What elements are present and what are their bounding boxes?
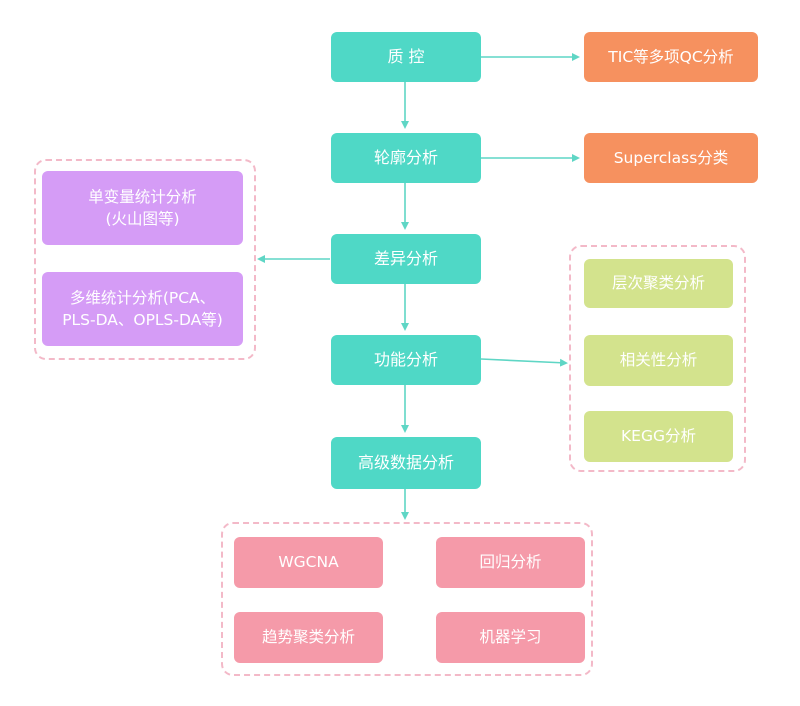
kegg-analysis-box[interactable]: KEGG分析 (584, 411, 733, 462)
superclass-box[interactable]: Superclass分类 (584, 133, 758, 183)
advanced-methods-group (221, 522, 593, 676)
quality-control-label: 质 控 (387, 47, 425, 67)
superclass-label: Superclass分类 (613, 148, 729, 167)
arrow-functional-to-group (480, 358, 568, 367)
quality-control-box[interactable]: 质 控 (331, 32, 481, 82)
trend-clustering-label: 趋势聚类分析 (261, 628, 355, 647)
advanced-analysis-label: 高级数据分析 (357, 453, 454, 473)
regression-analysis-box[interactable]: 回归分析 (436, 537, 585, 588)
univariate-line1: 单变量统计分析 (88, 187, 197, 206)
multivariate-analysis-box[interactable]: 多维统计分析(PCA、 PLS-DA、OPLS-DA等) (42, 272, 243, 346)
correlation-analysis-label: 相关性分析 (619, 351, 698, 370)
profile-analysis-label: 轮廓分析 (373, 148, 438, 168)
machine-learning-label: 机器学习 (479, 628, 542, 647)
multivariate-line1: 多维统计分析(PCA、 (69, 288, 216, 307)
functional-methods-group (569, 245, 746, 472)
hierarchical-clustering-box[interactable]: 层次聚类分析 (584, 259, 733, 308)
multivariate-line2: PLS-DA、OPLS-DA等) (62, 311, 223, 329)
differential-analysis-label: 差异分析 (373, 249, 438, 269)
functional-analysis-label: 功能分析 (373, 350, 438, 370)
regression-analysis-label: 回归分析 (479, 553, 542, 572)
trend-clustering-box[interactable]: 趋势聚类分析 (234, 612, 383, 663)
univariate-analysis-box[interactable]: 单变量统计分析 (火山图等) (42, 171, 243, 245)
correlation-analysis-box[interactable]: 相关性分析 (584, 335, 733, 386)
differential-analysis-box[interactable]: 差异分析 (331, 234, 481, 284)
tic-qc-box[interactable]: TIC等多项QC分析 (584, 32, 758, 82)
kegg-analysis-label: KEGG分析 (621, 427, 696, 446)
tic-qc-label: TIC等多项QC分析 (608, 47, 734, 66)
hierarchical-clustering-label: 层次聚类分析 (611, 274, 705, 293)
wgcna-box[interactable]: WGCNA (234, 537, 383, 588)
univariate-line2: (火山图等) (105, 210, 180, 228)
machine-learning-box[interactable]: 机器学习 (436, 612, 585, 663)
functional-analysis-box[interactable]: 功能分析 (331, 335, 481, 385)
profile-analysis-box[interactable]: 轮廓分析 (331, 133, 481, 183)
differential-methods-group (34, 159, 256, 360)
advanced-analysis-box[interactable]: 高级数据分析 (331, 437, 481, 489)
wgcna-label: WGCNA (278, 553, 339, 572)
